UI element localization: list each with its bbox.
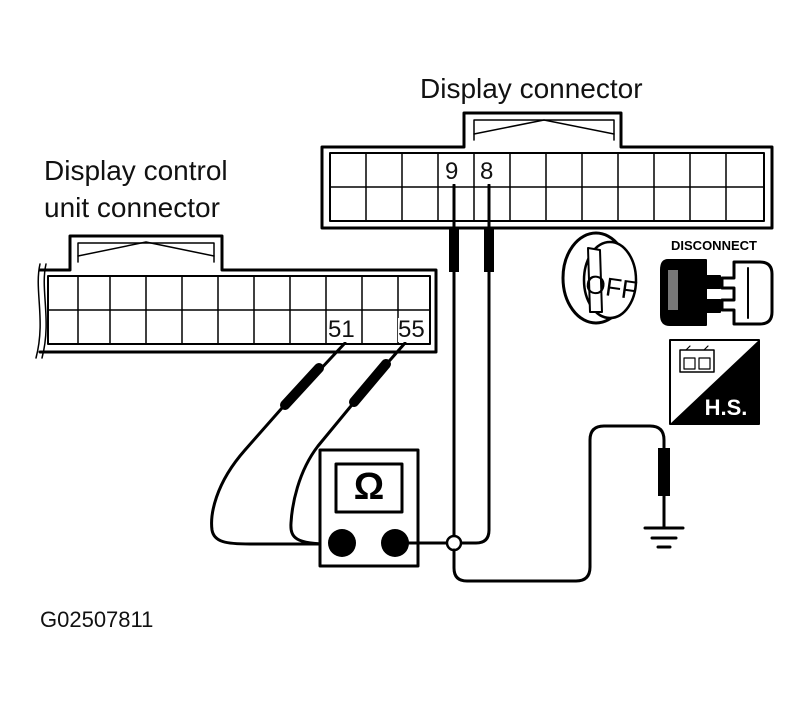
- pin-label-51: 51: [328, 316, 355, 343]
- ground-lead: [452, 424, 670, 583]
- pin-label-55: 55: [398, 316, 425, 343]
- key-off-text: OFF: [584, 269, 640, 306]
- harness-side-icon: [669, 339, 760, 425]
- probe-pin-9: [449, 183, 459, 540]
- probe-pin-8: [460, 183, 494, 545]
- control-unit-label-line2: unit connector: [44, 192, 220, 223]
- display-connector: [320, 111, 774, 230]
- pin-label-9: 9: [445, 158, 459, 185]
- hs-badge-text: H.S.: [705, 395, 748, 420]
- figure-id: G02507811: [40, 607, 154, 632]
- probe-pin-51: [210, 341, 347, 546]
- meter-terminal-positive: [381, 529, 409, 557]
- disconnect-label: DISCONNECT: [671, 238, 757, 253]
- display-control-unit-connector: [35, 234, 438, 359]
- probe-pin-55: [289, 341, 407, 546]
- control-unit-label-line1: Display control: [44, 155, 228, 186]
- ohm-symbol: Ω: [354, 466, 384, 508]
- ignition-key-off-icon: [561, 231, 638, 325]
- junction-node: [445, 534, 463, 552]
- meter-terminal-negative: [328, 529, 356, 557]
- ground-symbol-icon: [643, 526, 685, 549]
- ohmmeter: [318, 448, 420, 568]
- display-connector-label: Display connector: [420, 73, 643, 104]
- pin-label-8: 8: [480, 158, 494, 185]
- disconnect-connector-icon: [660, 259, 774, 326]
